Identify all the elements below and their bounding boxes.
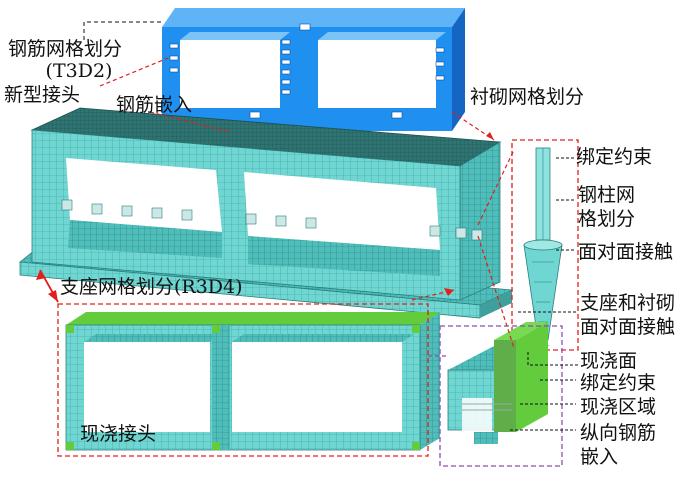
rebar-frame-right-opening: [318, 40, 436, 108]
rebar-frame-left-opening: [180, 40, 280, 108]
steel-column: [523, 147, 563, 341]
label-support-lining-contact-2: 面对面接触: [580, 316, 676, 338]
label-tie-constraint: 绑定约束: [576, 146, 653, 168]
label-cast-joint: 现浇接头: [80, 423, 157, 445]
cast-joint-green-nodes: [66, 325, 420, 450]
label-cast-surface-2: 绑定约束: [580, 372, 657, 394]
label-longitudinal-rebar-1: 纵向钢筋: [580, 422, 657, 444]
label-support-mesh: 支座网格划分(R3D4): [60, 276, 243, 298]
label-lining-mesh: 衬砌网格划分: [470, 86, 585, 108]
label-cast-surface-1: 现浇面: [580, 350, 638, 372]
label-cast-region: 现浇区域: [580, 396, 657, 418]
label-rebar-element: (T3D2): [45, 60, 113, 82]
label-support-lining-contact-1: 支座和衬砌: [580, 292, 676, 314]
label-steel-column-mesh-1: 钢柱网: [578, 184, 636, 206]
label-surface-contact: 面对面接触: [578, 241, 674, 263]
lining-model: [18, 107, 514, 319]
leader-lines: [36, 21, 578, 431]
label-longitudinal-rebar-2: 嵌入: [580, 446, 619, 468]
label-rebar-mesh: 钢筋网格划分: [8, 38, 123, 60]
cast-joint-model: [65, 312, 440, 451]
cast-detail-model: [447, 322, 550, 444]
cast-detail-frame: [439, 325, 563, 467]
label-new-joint: 新型接头: [4, 84, 81, 106]
rebar-frame: [162, 8, 465, 131]
rebar-frame-joint-teeth: [169, 23, 445, 119]
lining-joint-teeth: [61, 199, 483, 241]
cast-joint-frame: [57, 303, 429, 457]
label-rebar-embed: 钢筋嵌入: [116, 94, 193, 116]
label-steel-column-mesh-2: 格划分: [578, 208, 636, 230]
